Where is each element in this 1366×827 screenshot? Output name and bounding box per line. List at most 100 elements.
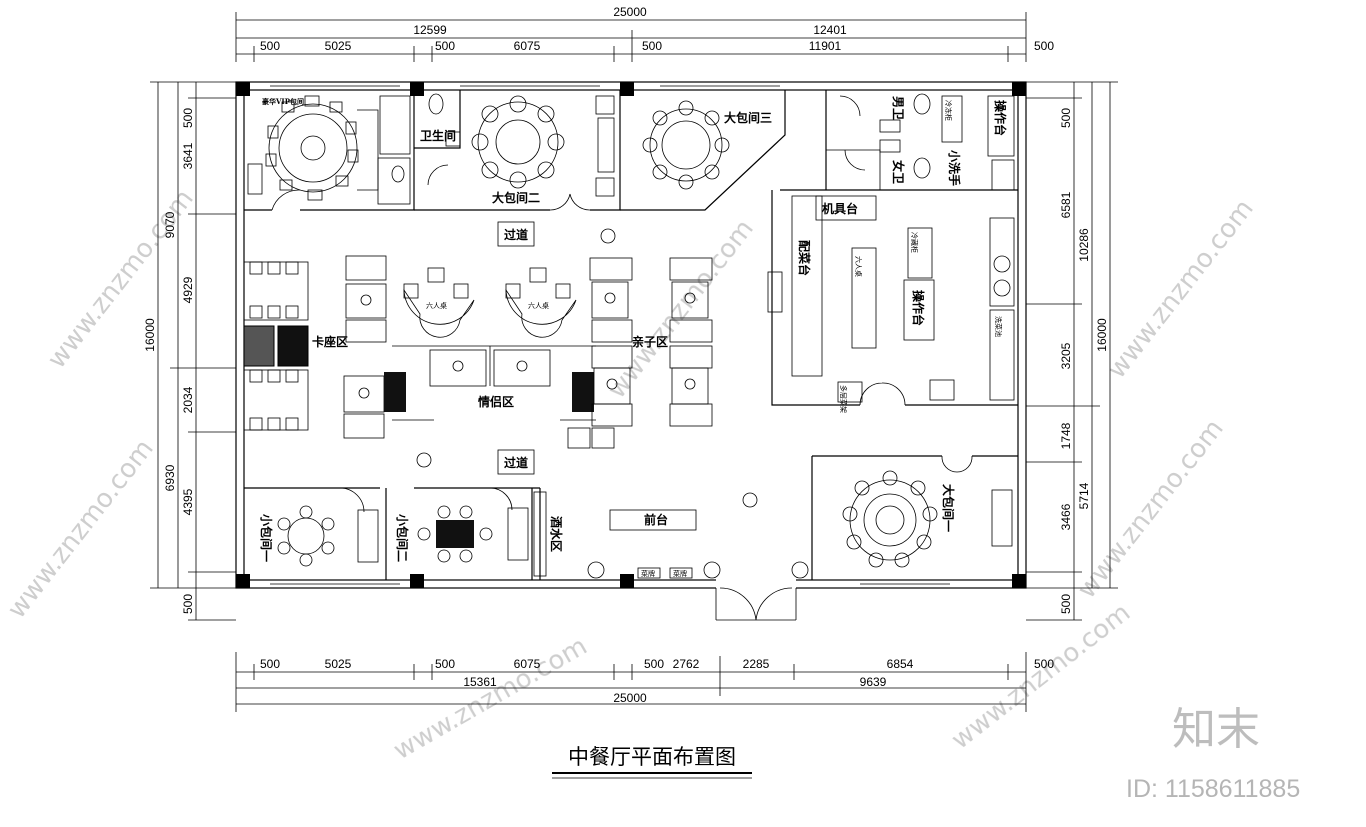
dim-bot-seg-2: 5025 bbox=[325, 657, 352, 671]
room-label-small2: 小包间二 bbox=[395, 514, 410, 562]
kitchen-label-prep: 操作台 bbox=[911, 290, 926, 326]
room-label-female-wc: 女卫 bbox=[891, 160, 906, 184]
left-dimensions: 16000 9070 6930 500 3641 4929 2034 4395 … bbox=[143, 81, 236, 621]
dim-bot-seg-9: 500 bbox=[1034, 657, 1054, 671]
kitchen-label-freezer: 冷冻柜 bbox=[944, 100, 953, 121]
six-table-1: 六人桌 bbox=[426, 301, 447, 310]
restrooms: 男卫 女卫 小洗手 bbox=[826, 93, 963, 190]
watermark-2: www.znzmo.com bbox=[602, 214, 760, 404]
menu-board-1: 菜牌 bbox=[641, 569, 655, 578]
area-label-couple: 情侣区 bbox=[478, 394, 514, 409]
watermark-5: www.znzmo.com bbox=[1072, 414, 1230, 604]
room-label-big2: 大包间二 bbox=[492, 190, 540, 205]
big-room-2: 大包间二 bbox=[471, 95, 615, 205]
small-room-1: 小包间一 bbox=[259, 505, 379, 567]
kitchen-label-fridge: 冷藏柜 bbox=[910, 232, 919, 253]
aisle-label-bottom: 过道 bbox=[504, 455, 528, 470]
dim-left-upper: 9070 bbox=[163, 211, 177, 238]
bar-reception: 酒水区 前台 菜牌 菜牌 bbox=[533, 491, 809, 579]
dim-top-seg-4: 6075 bbox=[514, 39, 541, 53]
dim-bot-seg-8: 6854 bbox=[887, 657, 914, 671]
kitchen-label-tool-table: 机具台 bbox=[822, 201, 858, 216]
dim-right-seg-1: 500 bbox=[1059, 108, 1073, 128]
area-label-reception: 前台 bbox=[644, 512, 668, 527]
kitchen: 机具台 配菜台 操作台 操作台 六人桌 冷藏柜 冷冻柜 多层菜架 洗菜池 bbox=[767, 95, 1015, 413]
watermark-4: www.znzmo.com bbox=[2, 434, 160, 624]
dim-bot-seg-7: 2285 bbox=[743, 657, 770, 671]
six-table-2: 六人桌 bbox=[528, 301, 549, 310]
watermark-7: www.znzmo.com bbox=[946, 598, 1136, 756]
menu-board-2: 菜牌 bbox=[673, 569, 687, 578]
dim-left-total: 16000 bbox=[143, 318, 157, 352]
brand-logo: 知末 bbox=[1172, 704, 1260, 755]
dim-right-seg-5: 3466 bbox=[1059, 503, 1073, 530]
dim-left-seg-1: 500 bbox=[181, 108, 195, 128]
vip-room: 豪华VIP包间 bbox=[247, 95, 411, 205]
watermark-3: www.znzmo.com bbox=[1102, 194, 1260, 384]
right-dimensions: 500 6581 3205 1748 3466 500 10286 5714 1… bbox=[1026, 81, 1118, 621]
dim-bottom-right: 9639 bbox=[860, 675, 887, 689]
room-label-wash: 小洗手 bbox=[947, 150, 962, 186]
kitchen-label-serving: 配菜台 bbox=[797, 240, 812, 276]
dim-bot-seg-6: 2762 bbox=[673, 657, 700, 671]
top-dimensions: 25000 12599 12401 500 5025 500 6075 500 … bbox=[235, 5, 1054, 62]
dim-right-seg-2: 6581 bbox=[1059, 191, 1073, 218]
dim-bot-seg-5: 500 bbox=[644, 657, 664, 671]
watermarks: www.znzmo.com www.znzmo.com www.znzmo.co… bbox=[2, 184, 1260, 766]
dim-bot-seg-3: 500 bbox=[435, 657, 455, 671]
interior-walls bbox=[244, 90, 1018, 580]
dim-right-total: 16000 bbox=[1095, 318, 1109, 352]
dim-bottom-left: 15361 bbox=[463, 675, 497, 689]
room-label-big1: 大包间一 bbox=[941, 484, 956, 532]
bottom-dimensions: 500 5025 500 6075 500 2762 2285 6854 500… bbox=[235, 652, 1054, 712]
dim-top-seg-1: 500 bbox=[260, 39, 280, 53]
kitchen-label-six: 六人桌 bbox=[854, 256, 863, 277]
dim-top-right-half: 12401 bbox=[813, 23, 847, 37]
dim-bot-seg-4: 6075 bbox=[514, 657, 541, 671]
room-label-small1: 小包间一 bbox=[259, 514, 274, 562]
dim-top-total: 25000 bbox=[613, 5, 647, 19]
big-room-1: 大包间一 bbox=[842, 470, 1013, 568]
dim-right-seg-6: 500 bbox=[1059, 594, 1073, 614]
dim-right-seg-4: 1748 bbox=[1059, 422, 1073, 449]
booth-area: 卡座区 bbox=[243, 261, 348, 431]
drawing-id: ID: 1158611885 bbox=[1126, 775, 1300, 803]
watermark-6: www.znzmo.com bbox=[389, 631, 593, 766]
dim-top-seg-6: 11901 bbox=[809, 39, 842, 53]
dim-left-lower: 6930 bbox=[163, 464, 177, 491]
dim-top-left-half: 12599 bbox=[413, 23, 447, 37]
area-label-booth: 卡座区 bbox=[312, 334, 348, 349]
drawing-title-block: 中餐厅平面布置图 bbox=[552, 745, 752, 779]
aisles: 过道 过道 bbox=[416, 221, 758, 508]
area-label-bar: 酒水区 bbox=[549, 516, 564, 552]
room-label-vip: 豪华VIP包间 bbox=[262, 97, 304, 106]
area-label-family: 亲子区 bbox=[632, 334, 668, 349]
room-label-big3: 大包间三 bbox=[724, 110, 772, 125]
family-area: 亲子区 bbox=[567, 257, 713, 449]
dim-bot-seg-1: 500 bbox=[260, 657, 280, 671]
small-room-2: 小包间二 bbox=[395, 505, 529, 563]
dim-top-seg-3: 500 bbox=[435, 39, 455, 53]
dim-left-seg-2: 3641 bbox=[181, 142, 195, 169]
dim-top-seg-2: 5025 bbox=[325, 39, 352, 53]
dim-top-seg-7: 500 bbox=[1034, 39, 1054, 53]
toilet-room: 卫生间 bbox=[420, 93, 461, 147]
aisle-label-top: 过道 bbox=[504, 227, 528, 242]
dim-bottom-total: 25000 bbox=[613, 691, 647, 705]
couple-area: 六人桌 六人桌 情侣区 bbox=[343, 255, 596, 439]
room-label-toilet: 卫生间 bbox=[420, 128, 456, 143]
dim-left-seg-4: 2034 bbox=[181, 386, 195, 413]
dim-left-seg-3: 4929 bbox=[181, 276, 195, 303]
drawing-title: 中餐厅平面布置图 bbox=[568, 745, 736, 769]
dim-top-seg-5: 500 bbox=[642, 39, 662, 53]
room-label-male-wc: 男卫 bbox=[891, 96, 905, 120]
dim-right-upper: 10286 bbox=[1077, 228, 1091, 262]
dim-left-seg-6: 500 bbox=[181, 594, 195, 614]
big-room-3: 大包间三 bbox=[642, 100, 772, 190]
dim-right-seg-3: 3205 bbox=[1059, 342, 1073, 369]
kitchen-label-sink: 洗菜池 bbox=[994, 316, 1003, 337]
dim-right-lower: 5714 bbox=[1077, 482, 1091, 509]
kitchen-label-prep-2: 操作台 bbox=[993, 100, 1008, 136]
kitchen-label-shelf: 多层菜架 bbox=[839, 385, 848, 413]
